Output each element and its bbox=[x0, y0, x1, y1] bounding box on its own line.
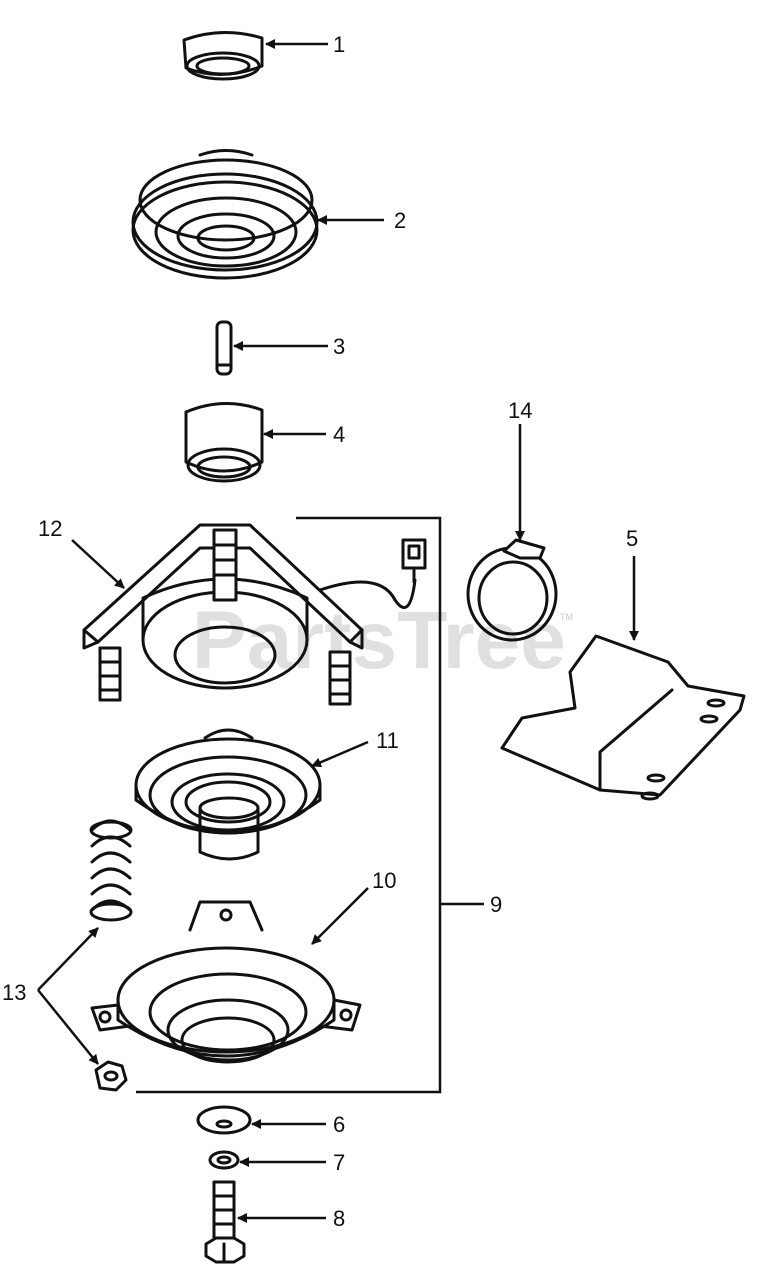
callout-3: 3 bbox=[333, 334, 345, 359]
callout-9: 9 bbox=[490, 892, 502, 917]
part-6-washer bbox=[196, 1105, 252, 1135]
callout-7: 7 bbox=[333, 1150, 345, 1175]
callout-1: 1 bbox=[333, 32, 345, 57]
part-8-bolt bbox=[204, 1180, 246, 1264]
callout-8: 8 bbox=[333, 1206, 345, 1231]
part-13-nut bbox=[94, 1060, 128, 1092]
part-5-bracket bbox=[500, 634, 746, 801]
part-14-clamp bbox=[466, 538, 558, 642]
part-1-spacer bbox=[182, 30, 264, 81]
callout-2: 2 bbox=[394, 208, 406, 233]
bracket-9 bbox=[136, 516, 442, 1094]
leader-12 bbox=[71, 539, 125, 589]
part-12-field-coil bbox=[82, 523, 427, 706]
part-3-pin bbox=[215, 320, 233, 376]
callout-12: 12 bbox=[38, 516, 62, 541]
part-13-spring bbox=[89, 819, 133, 922]
part-2-pulley bbox=[131, 149, 319, 280]
callout-14: 14 bbox=[508, 398, 532, 423]
callout-5: 5 bbox=[626, 526, 638, 551]
leader-13b bbox=[37, 989, 99, 1065]
callout-11: 11 bbox=[376, 728, 399, 753]
part-11-armature bbox=[134, 728, 322, 861]
leader-11 bbox=[311, 740, 369, 768]
callout-13: 13 bbox=[2, 980, 26, 1005]
callout-10: 10 bbox=[372, 868, 396, 893]
part-7-lock-washer bbox=[208, 1150, 240, 1170]
callout-4: 4 bbox=[333, 422, 345, 447]
watermark-trademark: TM bbox=[560, 612, 573, 622]
part-10-housing bbox=[90, 900, 362, 1064]
part-4-spacer bbox=[184, 401, 264, 483]
leader-10 bbox=[311, 887, 369, 945]
callout-6: 6 bbox=[333, 1112, 345, 1137]
leader-13a bbox=[37, 927, 99, 991]
